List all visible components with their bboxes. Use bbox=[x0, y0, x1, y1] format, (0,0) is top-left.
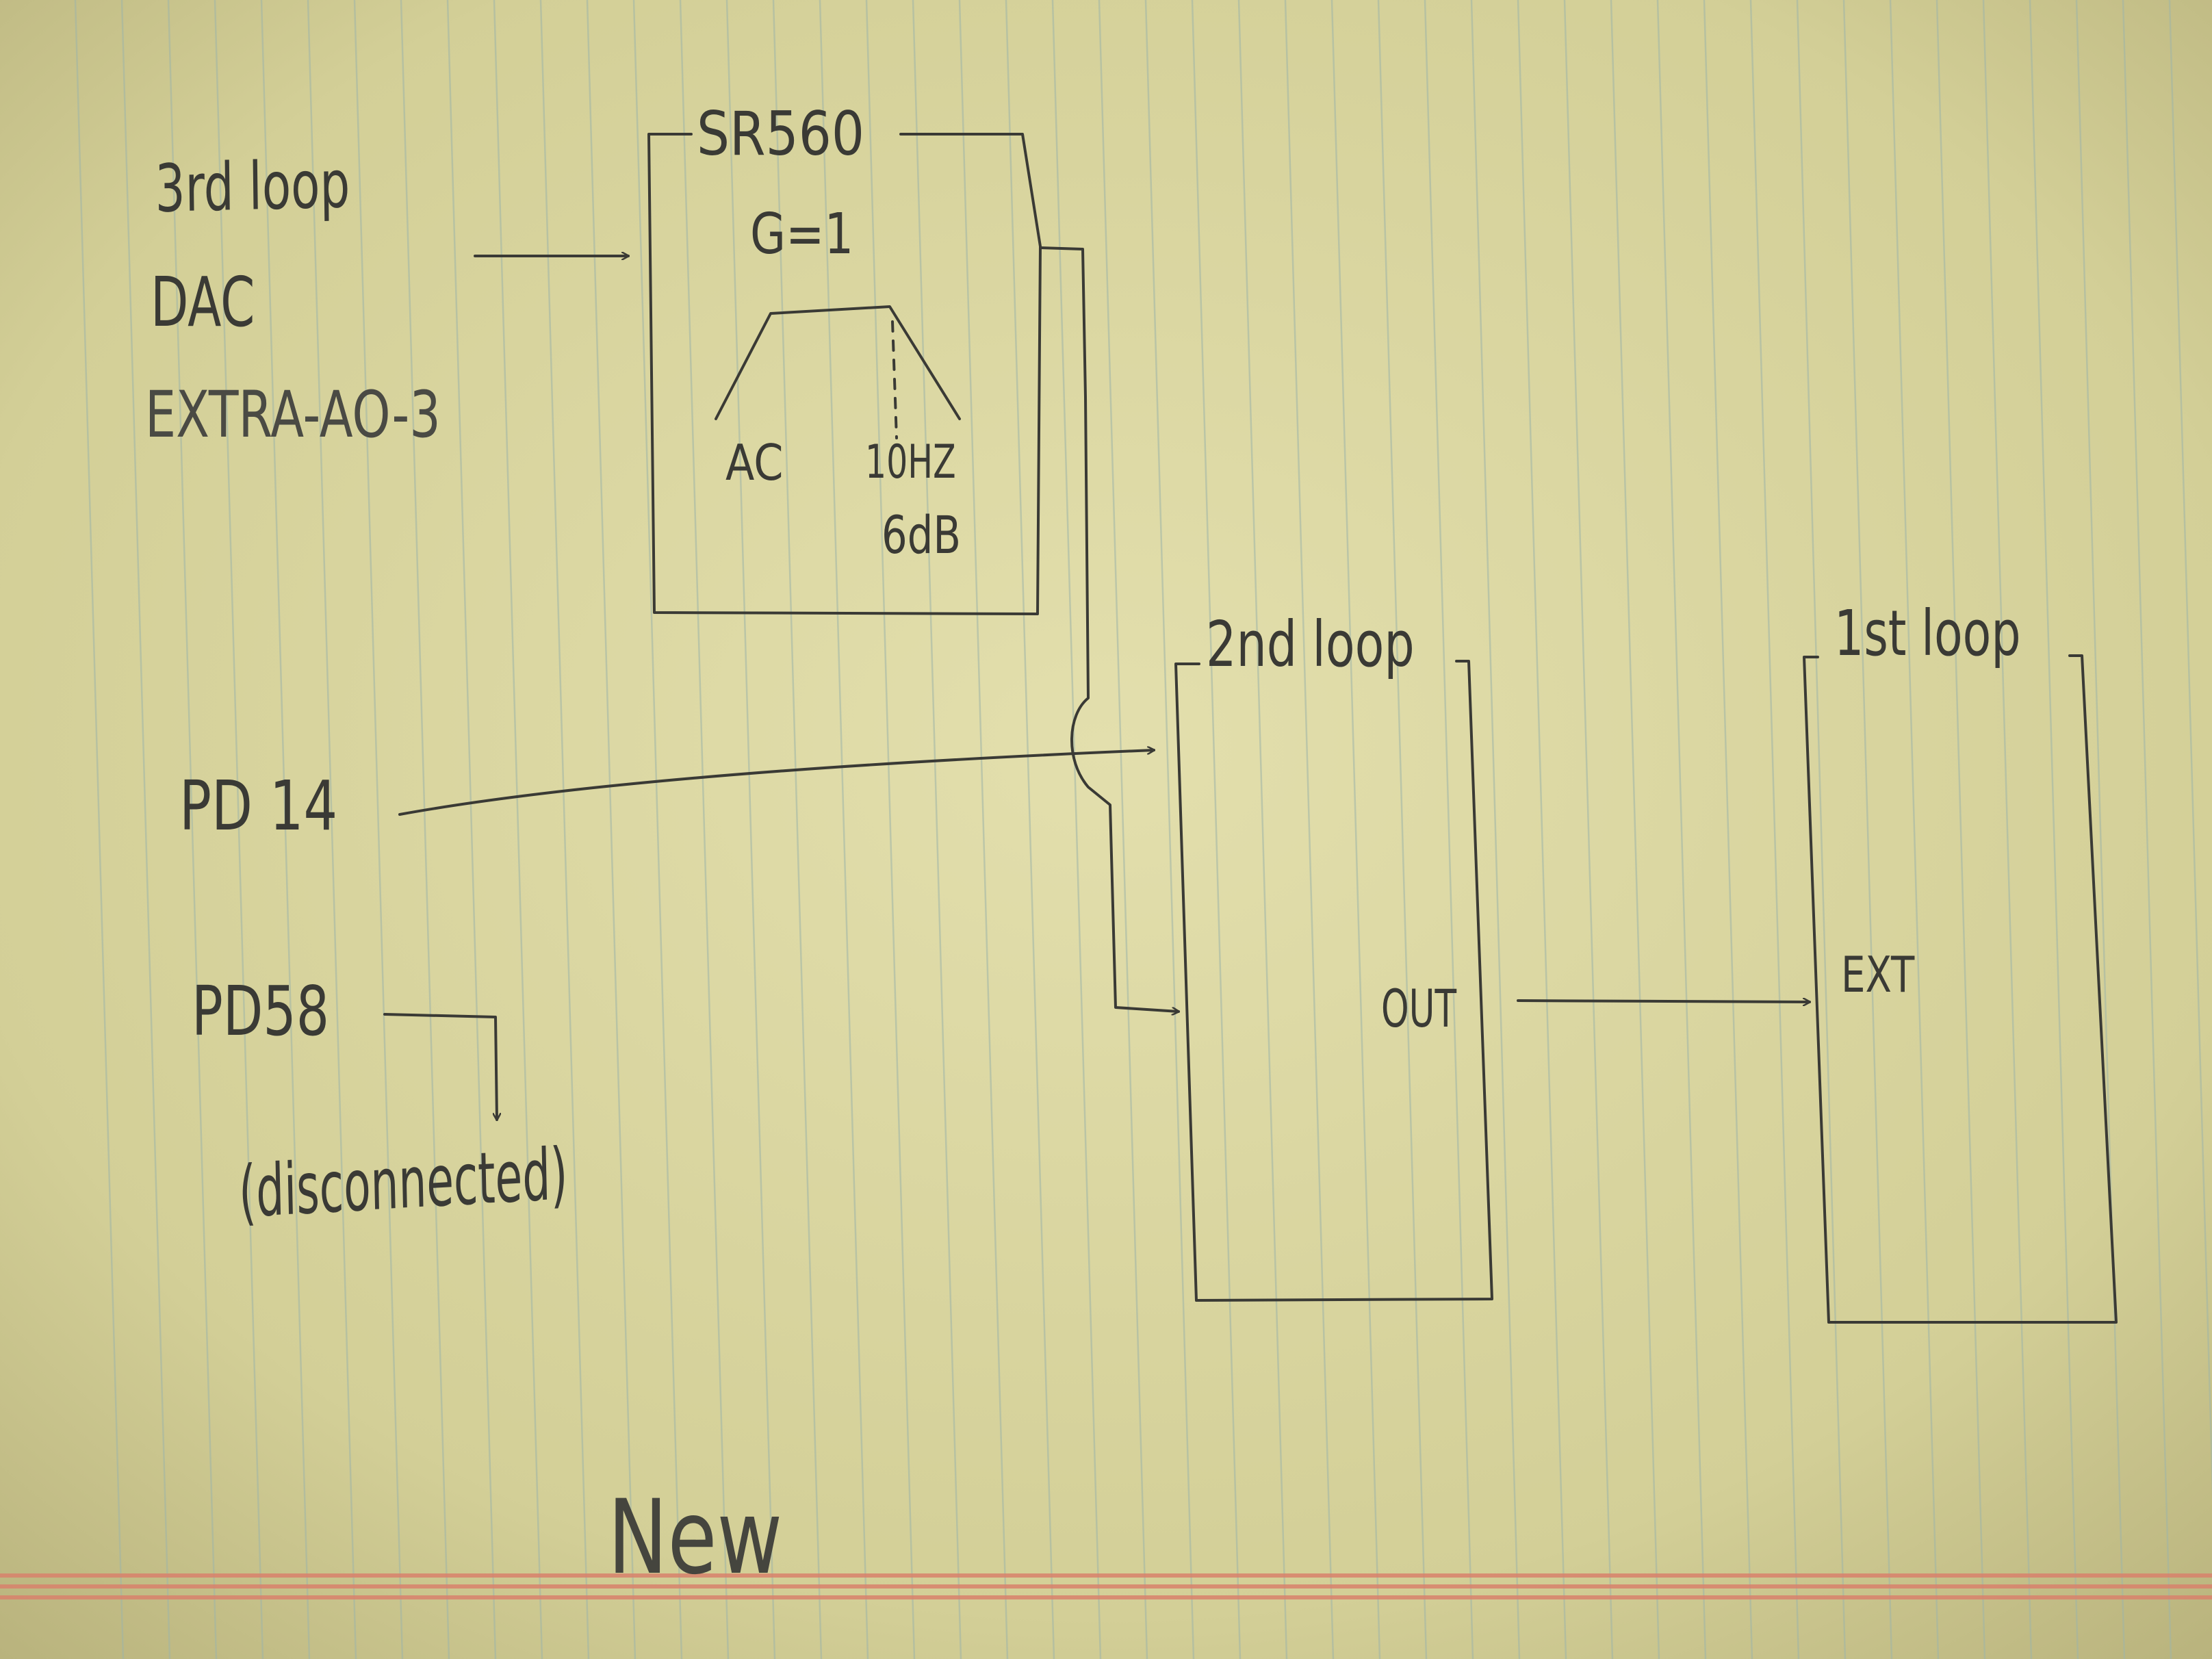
ruled-line bbox=[632, 0, 683, 1659]
ruled-line bbox=[1330, 0, 1381, 1659]
second-loop-title: 2nd loop bbox=[1206, 608, 1415, 681]
pd58-state: (disconnected) bbox=[237, 1131, 569, 1234]
ruled-line bbox=[2168, 0, 2212, 1500]
sr560-gain: G=1 bbox=[750, 202, 854, 267]
ruled-line bbox=[819, 0, 869, 1659]
ruled-line bbox=[167, 0, 218, 1659]
ruled-lines bbox=[74, 0, 2212, 1659]
ruled-line bbox=[1842, 0, 1893, 1659]
filter-cutoff-dashed bbox=[891, 320, 898, 439]
ruled-line bbox=[1237, 0, 1288, 1659]
ruled-line bbox=[1982, 0, 2033, 1659]
ruled-line bbox=[2075, 0, 2126, 1659]
ruled-line bbox=[1098, 0, 1148, 1659]
ruled-line bbox=[958, 0, 1009, 1659]
ruled-line bbox=[1144, 0, 1195, 1659]
sr560-box bbox=[647, 133, 1042, 615]
pd14-wire bbox=[398, 750, 1154, 816]
dac-source-line-2: DAC bbox=[151, 262, 255, 342]
ruled-line bbox=[2029, 0, 2079, 1659]
ruled-line bbox=[772, 0, 823, 1659]
ruled-line bbox=[539, 0, 590, 1659]
ruled-line bbox=[353, 0, 404, 1659]
sr560-rolloff: 6dB bbox=[882, 504, 962, 565]
ruled-line bbox=[1796, 0, 1847, 1659]
ruled-line bbox=[260, 0, 311, 1659]
pd14-label: PD 14 bbox=[179, 766, 338, 846]
ruled-line bbox=[912, 0, 962, 1659]
margin-lines bbox=[0, 1573, 2212, 1599]
ruled-line bbox=[1005, 0, 1055, 1659]
dac-source-line-3: EXTRA-AO-3 bbox=[145, 378, 441, 452]
ruled-line bbox=[120, 0, 171, 1659]
ruled-line bbox=[586, 0, 636, 1659]
ruled-line bbox=[1889, 0, 1940, 1659]
ruled-line bbox=[2122, 0, 2172, 1659]
ruled-line bbox=[400, 0, 450, 1659]
ruled-line bbox=[493, 0, 543, 1659]
second-loop-box bbox=[1174, 660, 1493, 1302]
out-to-ext-arrow bbox=[1517, 1001, 1810, 1002]
ruled-line bbox=[725, 0, 776, 1659]
second-loop-output: OUT bbox=[1381, 978, 1457, 1039]
ruled-line bbox=[74, 0, 125, 1659]
dac-source-line-1: 3rd loop bbox=[154, 146, 350, 227]
ruled-line bbox=[1424, 0, 1474, 1659]
filter-response-shape bbox=[715, 305, 961, 420]
first-loop-box bbox=[1803, 654, 2118, 1324]
ruled-line bbox=[1191, 0, 1242, 1659]
ruled-line bbox=[679, 0, 730, 1659]
ruled-line bbox=[214, 0, 264, 1659]
pd58-label: PD58 bbox=[192, 971, 330, 1051]
ruled-line bbox=[1749, 0, 1800, 1659]
ruled-line bbox=[1517, 0, 1567, 1659]
first-loop-title: 1st loop bbox=[1834, 597, 2021, 670]
ruled-line bbox=[1703, 0, 1753, 1659]
footer-note: New bbox=[608, 1478, 783, 1597]
ruled-line bbox=[1563, 0, 1614, 1659]
ruled-line bbox=[1284, 0, 1335, 1659]
ruled-line bbox=[1051, 0, 1102, 1659]
sr560-output-wire bbox=[1039, 246, 1179, 1012]
ruled-line bbox=[1656, 0, 1707, 1659]
ruled-line bbox=[1377, 0, 1428, 1659]
ruled-line bbox=[865, 0, 916, 1659]
ruled-line bbox=[1470, 0, 1521, 1659]
first-loop-input: EXT bbox=[1841, 946, 1915, 1003]
ruled-line bbox=[307, 0, 357, 1659]
pd58-wire bbox=[383, 1013, 497, 1120]
ruled-line bbox=[446, 0, 497, 1659]
sr560-filter-low: AC bbox=[725, 434, 784, 491]
ruled-line bbox=[1610, 0, 1660, 1659]
ruled-line bbox=[1936, 0, 1986, 1659]
sr560-filter-high: 10HZ bbox=[865, 435, 956, 489]
sr560-title: SR560 bbox=[697, 99, 865, 169]
